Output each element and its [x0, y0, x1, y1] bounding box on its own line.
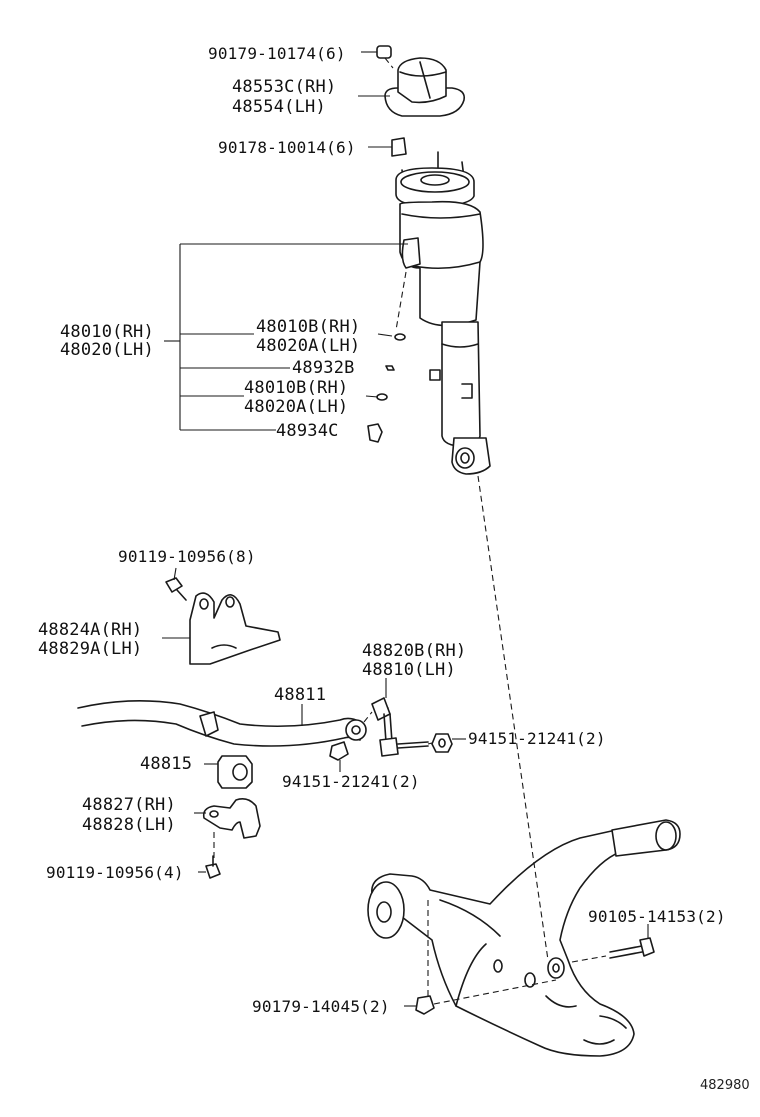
label-48010: 48010(RH) — [60, 322, 154, 342]
label-48829a: 48829A(LH) — [38, 639, 143, 659]
stabilizer-bar-48811 — [77, 700, 367, 747]
lower-suspension-arm — [367, 819, 681, 1057]
nut-94151-21241-left — [329, 741, 349, 772]
label-90105-14153: 90105-14153(2) — [588, 907, 726, 926]
label-48810: 48810(LH) — [362, 660, 456, 680]
o-ring-1 — [394, 333, 406, 341]
label-94151-21241-left: 94151-21241(2) — [282, 772, 420, 791]
bushing-bracket-48827 — [194, 798, 261, 839]
label-48824a: 48824A(RH) — [38, 620, 143, 640]
label-48827: 48827(RH) — [82, 795, 176, 815]
label-48934c: 48934C — [276, 421, 339, 441]
label-90178-10014: 90178-10014(6) — [218, 138, 356, 157]
shock-callout-bracket — [164, 243, 408, 431]
top-nut-90179-10174 — [361, 45, 392, 59]
shock-absorber-assembly — [395, 151, 491, 475]
label-48815: 48815 — [140, 754, 193, 774]
label-90119-10956-8: 90119-10956(8) — [118, 547, 256, 566]
label-48020: 48020(LH) — [60, 340, 154, 360]
label-48010b-lower: 48010B(RH) — [244, 378, 349, 398]
nut-90179-14045 — [404, 995, 435, 1015]
label-48554: 48554(LH) — [232, 97, 326, 117]
stabilizer-bushing-48815 — [204, 755, 253, 789]
label-48811: 48811 — [274, 685, 327, 705]
label-94151-21241-right: 94151-21241(2) — [468, 729, 606, 748]
upper-support-cap — [358, 57, 466, 117]
stabilizer-link-48820b — [371, 678, 429, 757]
label-90179-14045: 90179-14045(2) — [252, 997, 390, 1016]
stabilizer-bracket-48824a — [162, 592, 281, 665]
nut-94151-21241-right — [431, 733, 466, 753]
bolt-90119-10956-8 — [165, 567, 187, 601]
label-48828: 48828(LH) — [82, 815, 176, 835]
label-90119-10956-4: 90119-10956(4) — [46, 863, 184, 882]
label-48020a-lower: 48020A(LH) — [244, 397, 349, 417]
nut-90178-10014 — [368, 137, 407, 157]
bracket-48934c — [367, 423, 383, 443]
clip-48932b — [385, 365, 395, 371]
label-48020a-upper: 48020A(LH) — [256, 336, 361, 356]
figure-number: 482980 — [700, 1078, 750, 1093]
label-48820b: 48820B(RH) — [362, 641, 467, 661]
label-48932b: 48932B — [292, 358, 355, 378]
o-ring-2 — [376, 393, 388, 401]
bolt-90105-14153 — [609, 924, 655, 959]
label-90179-10174: 90179-10174(6) — [208, 44, 346, 63]
label-48010b-upper: 48010B(RH) — [256, 317, 361, 337]
bolt-90119-10956-4 — [198, 855, 221, 879]
label-48553c: 48553C(RH) — [232, 77, 337, 97]
